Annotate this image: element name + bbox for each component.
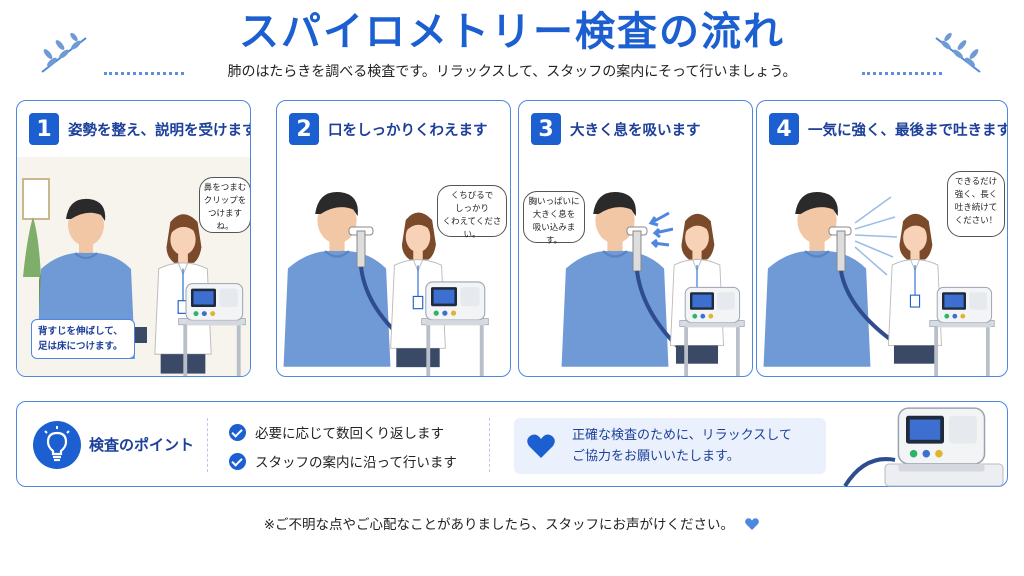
step-header-3: 3 大きく息を吸います (519, 101, 752, 157)
bubble-2-line-2: しっかり (454, 204, 489, 214)
step-number-4: 4 (769, 113, 799, 145)
tips-box: 検査のポイント 必要に応じて数回くり返します スタッフの案内に沿って行います 正… (16, 401, 1008, 488)
bubble-1-line-2: クリップを (203, 196, 247, 206)
tips-point-1-text: 必要に応じて数回くり返します (255, 426, 444, 442)
step-header-2: 2 口をしっかりくわえます (277, 101, 510, 157)
tips-label: 検査のポイント (89, 436, 195, 454)
step-title-2: 口をしっかりくわえます (328, 122, 488, 139)
step-title-1: 姿勢を整え、説明を受けます (68, 122, 251, 139)
tips-divider-1 (207, 418, 208, 472)
tips-point-2-text: スタッフの案内に沿って行います (255, 455, 457, 471)
laurel-left-icon (41, 32, 87, 73)
speech-bubble-4: できるだけ 強く、長く 吐き続けて ください！ (947, 171, 1005, 237)
posture-note: 背すじを伸ばして、 足は床につけます。 (31, 319, 135, 359)
page-subtitle: 肺のはたらきを調べる検査です。リラックスして、スタッフの案内にそって行いましょう… (227, 64, 797, 80)
scene-3-drawing (560, 190, 745, 376)
posture-note-line-2: 足は床につけます。 (38, 341, 123, 352)
step-panel-2: 2 口をしっかりくわえます くちびるで しっかり くわえてください。 (276, 100, 511, 377)
step-number-2: 2 (289, 113, 319, 145)
footer-text: ※ご不明な点やご心配なことがありましたら、スタッフにお声がけください。 (263, 517, 734, 533)
bubble-2-line-3: くわえてください。 (442, 217, 502, 240)
step-illustration-2: くちびるで しっかり くわえてください。 (277, 157, 510, 376)
heart-icon (527, 434, 555, 458)
inhale-arrows-icon (648, 211, 674, 249)
speech-bubble-3: 胸いっぱいに 大きく息を 吸い込みます。 (523, 191, 585, 246)
bubble-4-line-2: 強く、長く (954, 190, 998, 200)
step-header-1: 1 姿勢を整え、説明を受けます (17, 101, 250, 157)
step-header-4: 4 一気に強く、最後まで吐きます (757, 101, 1007, 157)
relax-message-line-1: 正確な検査のために、リラックスして (572, 428, 792, 443)
posture-note-line-1: 背すじを伸ばして、 (38, 326, 123, 337)
tips-point-2: スタッフの案内に沿って行います (229, 451, 457, 471)
step-illustration-3: 胸いっぱいに 大きく息を 吸い込みます。 (519, 157, 752, 376)
decorative-dots-right (862, 72, 942, 75)
laurel-right-icon (935, 32, 981, 73)
tips-point-1: 必要に応じて数回くり返します (229, 422, 444, 442)
relax-message-text: 正確な検査のために、リラックスして ご協力をお願いいたします。 (572, 425, 792, 467)
scene-2-drawing (282, 190, 489, 376)
step-illustration-4: できるだけ 強く、長く 吐き続けて ください！ (757, 157, 1007, 376)
relax-message-box: 正確な検査のために、リラックスして ご協力をお願いいたします。 (514, 418, 826, 474)
check-circle-icon (229, 423, 246, 441)
bubble-4-line-1: できるだけ (954, 177, 998, 187)
speech-bubble-1: 鼻をつまむ クリップを つけますね。 (199, 177, 250, 233)
step-panel-1: 1 姿勢を整え、説明を受けます 鼻をつまむ クリップを つけますね。 背すじを伸… (16, 100, 251, 377)
bubble-4-line-3: 吐き続けて (954, 203, 998, 213)
bubble-2-line-1: くちびるで (450, 191, 494, 201)
relax-message-line-2: ご協力をお願いいたします。 (572, 449, 740, 464)
decorative-dots-left (104, 72, 184, 75)
step-number-3: 3 (531, 113, 561, 145)
small-heart-icon (745, 518, 760, 530)
bubble-3-line-2: 大きく息を (532, 210, 576, 220)
step-title-4: 一気に強く、最後まで吐きます (808, 122, 1008, 139)
check-circle-icon (229, 452, 246, 470)
footer-note: ※ご不明な点やご心配なことがありましたら、スタッフにお声がけください。 (0, 515, 1024, 535)
lightbulb-icon (33, 421, 81, 469)
exhale-lines-icon (854, 196, 898, 276)
scene-4-drawing (762, 190, 995, 376)
bubble-1-line-3: つけますね。 (207, 209, 242, 232)
bubble-4-line-4: ください！ (954, 216, 998, 226)
speech-bubble-2: くちびるで しっかり くわえてください。 (437, 185, 507, 240)
bubble-3-line-1: 胸いっぱいに (528, 197, 580, 207)
tips-divider-2 (489, 418, 490, 472)
step-panel-4: 4 一気に強く、最後まで吐きます できるだけ 強く、長く 吐き続けて ください！ (756, 100, 1008, 377)
page-title: スパイロメトリー検査の流れ (239, 9, 785, 55)
bubble-1-line-1: 鼻をつまむ (203, 183, 247, 193)
spirometer-device-image (843, 407, 1004, 488)
step-number-1: 1 (29, 113, 59, 145)
step-title-3: 大きく息を吸います (570, 122, 701, 139)
bubble-3-line-3: 吸い込みます。 (532, 223, 576, 246)
step-panel-3: 3 大きく息を吸います 胸いっぱいに 大きく息を 吸い込みます。 (518, 100, 753, 377)
